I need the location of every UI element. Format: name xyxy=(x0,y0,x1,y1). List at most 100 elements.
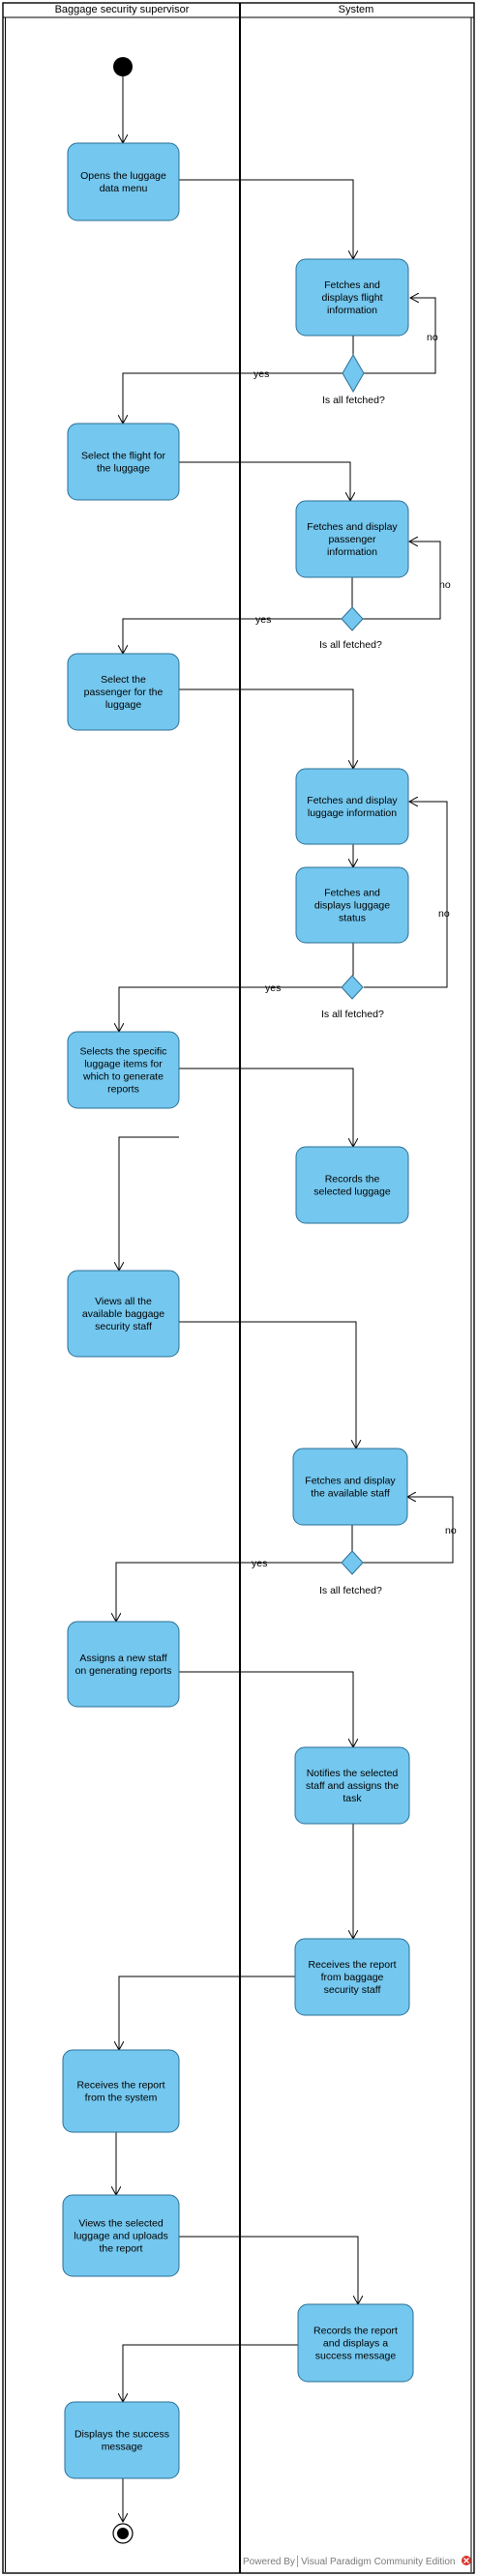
guard-no-1: no xyxy=(427,332,438,343)
activity-label-line: security staff xyxy=(95,1321,152,1332)
activity-label-line: Assigns a new staff xyxy=(79,1653,166,1664)
activity-select-luggage-items xyxy=(67,1031,180,1109)
activity-view-available-staff xyxy=(67,1270,180,1358)
activity-label-line: from the system xyxy=(85,2093,158,2104)
activity-label-line: Receives the report xyxy=(76,2080,164,2092)
activity-label-line: and displays a xyxy=(323,2338,388,2350)
lane-title-supervisor: Baggage security supervisor xyxy=(55,4,190,15)
activity-fetch-passenger-info xyxy=(295,500,409,578)
activity-select-flight xyxy=(67,423,180,501)
activity-label-line: Records the xyxy=(325,1174,380,1186)
activity-assign-new-staff xyxy=(67,1621,180,1708)
decision-question-1: Is all fetched? xyxy=(322,395,385,406)
activity-label-line: status xyxy=(339,913,366,924)
watermark-text: Powered By│Visual Paradigm Community Edi… xyxy=(243,2555,456,2568)
guard-yes-1: yes xyxy=(253,368,269,380)
activity-label-line: Opens the luggage xyxy=(80,170,166,182)
initial-node xyxy=(113,57,133,76)
lane-title-system: System xyxy=(339,4,374,15)
visual-paradigm-logo-icon xyxy=(462,2556,471,2565)
activity-label-line: displays flight xyxy=(321,292,382,304)
guard-labels: yes no Is all fetched? yes no Is all fet… xyxy=(252,332,457,1596)
activity-label-line: the report xyxy=(100,2243,143,2255)
activity-label-line: information xyxy=(327,305,377,316)
activity-label-line: Receives the report xyxy=(308,1959,396,1971)
activity-label-line: passenger for the xyxy=(84,687,164,698)
activity-label-line: security staff xyxy=(324,1984,381,1996)
activity-label-line: task xyxy=(343,1793,362,1804)
activity-label-line: Views the selected xyxy=(78,2218,164,2230)
decision-question-4: Is all fetched? xyxy=(319,1585,382,1596)
activity-label-line: staff and assigns the xyxy=(306,1780,399,1792)
activity-display-success xyxy=(64,2401,180,2479)
activity-notify-staff xyxy=(294,1746,410,1825)
guard-yes-2: yes xyxy=(255,614,271,626)
activity-label-line: displays luggage xyxy=(314,900,390,912)
activity-label-line: from baggage xyxy=(321,1972,384,1983)
activity-label-line: luggage and uploads xyxy=(74,2231,168,2242)
decision-node-2 xyxy=(341,606,364,631)
activity-select-passenger xyxy=(67,653,180,731)
activity-nodes xyxy=(62,142,414,2479)
activity-label-line: Fetches and display xyxy=(305,1476,396,1487)
activity-label-line: Select the flight for xyxy=(81,451,165,462)
activity-label-line: on generating reports xyxy=(75,1665,172,1677)
activity-label-line: Views all the xyxy=(95,1296,152,1307)
activity-label-line: passenger xyxy=(328,534,376,545)
activity-label-line: which to generate xyxy=(82,1071,164,1083)
guard-no-2: no xyxy=(439,579,451,591)
activity-label-line: luggage xyxy=(105,699,142,711)
decision-nodes xyxy=(341,354,365,1575)
activity-label-line: success message xyxy=(315,2351,397,2362)
guard-no-4: no xyxy=(445,1525,457,1537)
decision-question-3: Is all fetched? xyxy=(321,1009,384,1020)
control-flows xyxy=(116,76,454,2522)
decision-node-3 xyxy=(341,975,364,1000)
activity-label-line: Select the xyxy=(101,674,146,686)
activity-opens-luggage-menu xyxy=(67,142,180,221)
activity-record-report-success xyxy=(297,2303,414,2383)
decision-question-2: Is all fetched? xyxy=(319,639,382,651)
activity-label-line: selected luggage xyxy=(313,1186,391,1198)
activity-label-line: luggage information xyxy=(308,807,397,819)
activity-label-line: Records the report xyxy=(313,2326,398,2337)
activity-label-line: Fetches and xyxy=(324,279,380,291)
guard-no-3: no xyxy=(438,908,450,920)
activity-label-line: the available staff xyxy=(311,1488,390,1500)
activity-label-line: Selects the specific xyxy=(80,1046,167,1058)
activity-fetch-flight-info xyxy=(295,258,409,337)
activity-label-line: information xyxy=(327,546,377,558)
activity-label-line: reports xyxy=(107,1084,139,1096)
decision-node-1 xyxy=(342,354,365,393)
activity-label-line: message xyxy=(102,2442,143,2453)
activity-receive-report-from-system xyxy=(62,2049,180,2133)
activity-fetch-luggage-status xyxy=(295,866,409,944)
activity-label-line: data menu xyxy=(100,183,148,194)
activity-label-line: Fetches and xyxy=(324,888,380,899)
activity-label-line: Displays the success xyxy=(75,2429,169,2441)
activity-label-line: luggage items for xyxy=(84,1059,163,1070)
activity-label-line: Fetches and display xyxy=(307,795,398,806)
activity-label-line: the luggage xyxy=(97,463,150,475)
